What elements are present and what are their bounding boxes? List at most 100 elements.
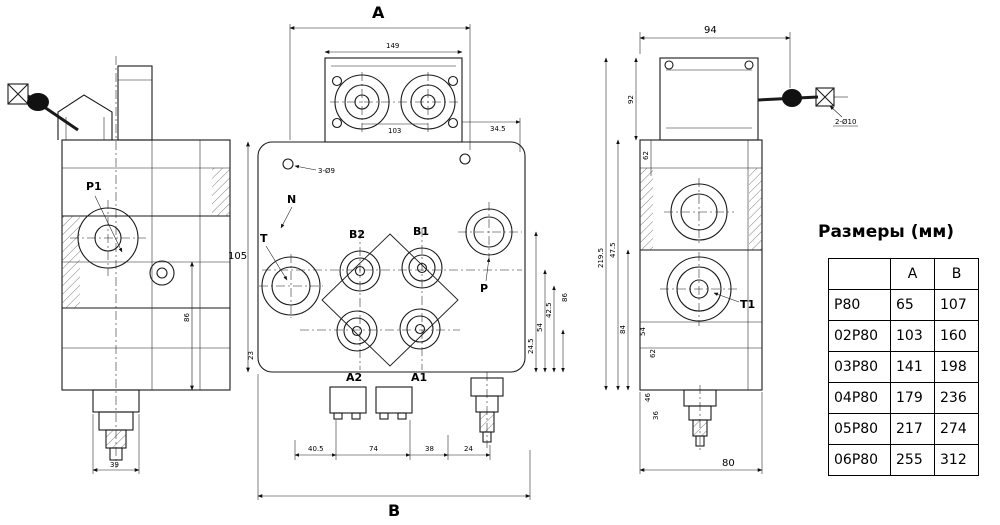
a1-port-circle (399, 308, 441, 350)
dim-62-top-text: 62 (642, 151, 650, 160)
b-cell: 274 (934, 413, 979, 445)
dim-86-right-text: 86 (561, 293, 569, 302)
front-right-dims: 86 42.5 54 24.5 (527, 231, 569, 373)
a2-port-label: A2 (346, 371, 362, 384)
top-cap (324, 57, 463, 143)
table-header-row: A B (828, 258, 979, 290)
dim-46-text: 46 (644, 393, 652, 402)
dim-36-text: 36 (652, 411, 660, 420)
left-control-lever (27, 93, 113, 140)
relief-valve (470, 372, 504, 448)
table-row: P80 65 107 (828, 289, 979, 321)
n-port-label-group: N (280, 193, 296, 229)
dim-92-text: 92 (627, 95, 635, 104)
dim-86-left: 86 (183, 261, 194, 391)
p1-port-label-group: P1 (86, 180, 123, 253)
dim-80: 80 (639, 392, 763, 474)
left-valve-body (61, 139, 231, 391)
left-small-boss-circle (149, 260, 175, 286)
dim-a-text: A (372, 3, 385, 22)
hole-note-2d10-text: 2-Ø10 (835, 118, 856, 126)
b-cell: 107 (934, 289, 979, 321)
dim-103-text: 103 (388, 127, 401, 135)
front-valve-body (257, 141, 526, 373)
t1-port-label-group: T1 (713, 292, 755, 311)
dim-39-text: 39 (110, 461, 119, 469)
table-row: 06P80 255 312 (828, 444, 979, 476)
model-cell: 04P80 (828, 382, 891, 414)
dim-24-5-text: 24.5 (527, 338, 535, 354)
b-cell: 236 (934, 382, 979, 414)
dim-39: 39 (92, 414, 140, 474)
left-lever-end-block (7, 83, 29, 105)
a2-port-circle (336, 310, 378, 352)
bottom-connectors (329, 386, 413, 420)
left-side-view: P1 86 39 (7, 56, 231, 474)
a2-port-group: A2 (336, 310, 378, 384)
right-valve-body (639, 139, 763, 391)
left-top-block (117, 65, 153, 141)
lever-knob (27, 93, 49, 111)
a-cell: 217 (890, 413, 935, 445)
dim-62-bottom-text: 62 (649, 349, 657, 358)
right-top-cap (659, 57, 759, 141)
dim-38-text: 38 (425, 445, 434, 453)
dim-54-front-text: 54 (536, 323, 544, 332)
n-port-label: N (287, 193, 296, 206)
dim-23-text: 23 (247, 351, 255, 360)
right-bottom-stem (683, 385, 717, 452)
dim-103: 103 (362, 123, 428, 135)
dim-80-text: 80 (722, 458, 735, 469)
hole-note-3d9: 3-Ø9 (294, 165, 335, 175)
table-row: 04P80 179 236 (828, 382, 979, 414)
a-cell: 65 (890, 289, 935, 321)
dimension-table-panel: Размеры (мм) A B P80 65 107 02P80 103 16… (818, 222, 996, 476)
a-cell: 179 (890, 382, 935, 414)
a-cell: 255 (890, 444, 935, 476)
table-row: 05P80 217 274 (828, 413, 979, 445)
col-b-header: B (934, 258, 979, 290)
right-hatch-strip-2 (749, 168, 762, 250)
dim-a: A (289, 3, 471, 150)
dim-40-5-text: 40.5 (308, 445, 324, 453)
dim-b: B (257, 374, 531, 520)
dim-94-text: 94 (704, 25, 717, 36)
mounting-hole (459, 153, 471, 165)
dim-34-5: 34.5 (462, 118, 521, 152)
dim-105-text: 105 (228, 251, 247, 262)
dim-149: 149 (324, 42, 463, 54)
right-control-lever (757, 87, 848, 107)
model-cell: 03P80 (828, 351, 891, 383)
col-model-header (828, 258, 891, 290)
dim-42-5-text: 42.5 (545, 302, 553, 318)
right-view-left-dims: 219.5 47.5 84 92 62 54 62 46 36 (597, 57, 660, 420)
dimension-table: A B P80 65 107 02P80 103 160 03P80 141 1… (828, 258, 979, 476)
dim-94: 94 (639, 25, 791, 88)
t-port-label: T (260, 232, 268, 245)
right-side-view: 94 2-Ø10 (597, 25, 858, 474)
table-row: 03P80 141 198 (828, 351, 979, 383)
dim-86-left-text: 86 (183, 313, 191, 322)
dim-84-text: 84 (619, 325, 627, 334)
dim-74-text: 74 (369, 445, 378, 453)
a1-port-label: A1 (411, 371, 427, 384)
dim-219-5-text: 219.5 (597, 248, 605, 268)
table-row: 02P80 103 160 (828, 320, 979, 352)
dim-24-text: 24 (464, 445, 473, 453)
b-cell: 312 (934, 444, 979, 476)
bottom-dim-chain: 40.5 74 38 24 (294, 420, 491, 460)
dim-34-5-text: 34.5 (490, 125, 506, 133)
model-cell: P80 (828, 289, 891, 321)
diamond-boss-outline (321, 233, 459, 367)
t1-port-label: T1 (740, 298, 755, 311)
left-hatch-strip-2 (212, 168, 230, 216)
dim-149-text: 149 (386, 42, 399, 50)
hole-note-2d10: 2-Ø10 (829, 105, 858, 127)
a-cell: 103 (890, 320, 935, 352)
a-cell: 141 (890, 351, 935, 383)
dim-54-right-text: 54 (639, 327, 647, 336)
p-port-group: P (458, 202, 522, 295)
col-a-header: A (890, 258, 935, 290)
